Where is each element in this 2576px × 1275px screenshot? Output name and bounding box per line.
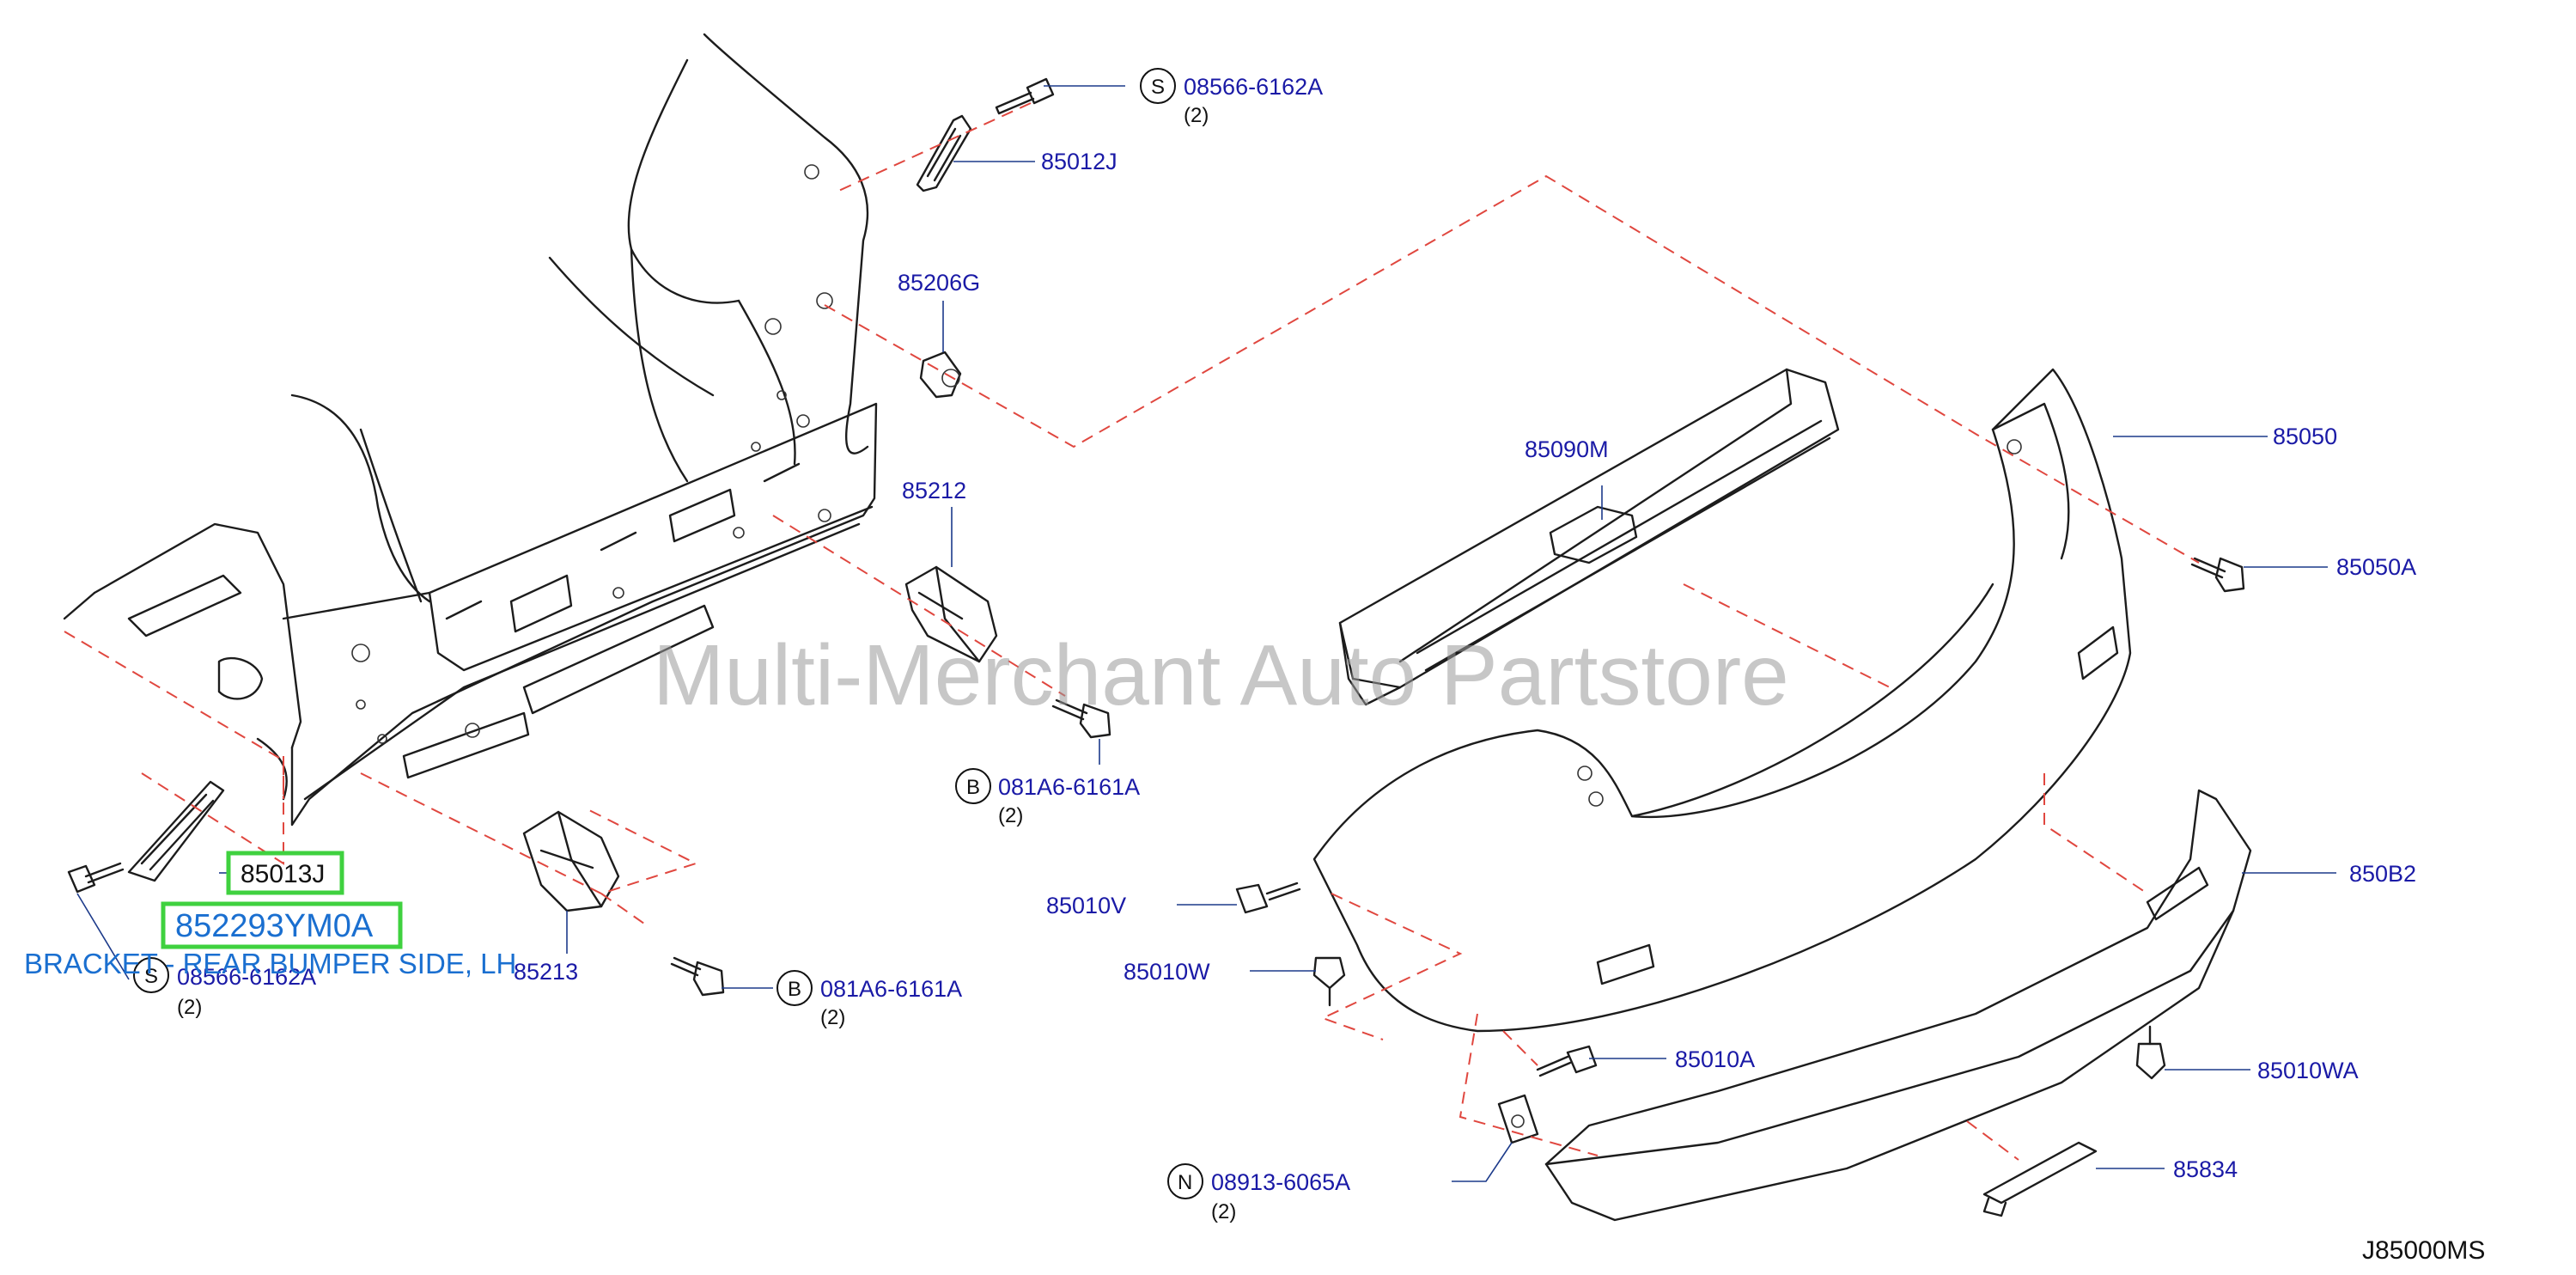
part-number-85212[interactable]: 85212 bbox=[902, 478, 966, 503]
callout-prefix: B bbox=[788, 978, 801, 1001]
callout-08913-6065A[interactable]: N 08913-6065A (2) bbox=[1167, 1163, 1350, 1223]
rear-body-panel bbox=[63, 33, 878, 827]
callout-08566-6162A-top[interactable]: S 08566-6162A (2) bbox=[1140, 68, 1323, 127]
nut-prefix-icon bbox=[1167, 1163, 1203, 1199]
highlight-box bbox=[226, 851, 344, 895]
highlighted-part-description: BRACKET - REAR BUMPER SIDE, LH bbox=[24, 948, 516, 979]
quantity: (2) bbox=[820, 1006, 845, 1029]
quantity: (2) bbox=[1184, 104, 1209, 127]
callout-prefix: S bbox=[1151, 76, 1165, 99]
part-number-85834[interactable]: 85834 bbox=[2173, 1156, 2238, 1182]
diffuser-850B2 bbox=[1544, 789, 2252, 1222]
diagram-code: J85000MS bbox=[2362, 1236, 2485, 1265]
part-number[interactable]: 08566-6162A bbox=[1184, 74, 1323, 100]
clip-85010W bbox=[1312, 956, 1346, 1007]
quantity: (2) bbox=[998, 804, 1023, 827]
callout-08566-6162A-left[interactable]: S 08566-6162A (2) bbox=[133, 957, 316, 1019]
grommet-85206G bbox=[919, 351, 962, 399]
part-number[interactable]: 081A6-6161A bbox=[998, 774, 1140, 800]
bracket-85212 bbox=[904, 565, 998, 663]
callout-prefix: N bbox=[1178, 1171, 1192, 1194]
part-number-850B2[interactable]: 850B2 bbox=[2349, 861, 2416, 887]
part-number-85010A[interactable]: 85010A bbox=[1675, 1046, 1755, 1072]
callout-prefix: S bbox=[144, 965, 158, 988]
part-number-85010WA[interactable]: 85010WA bbox=[2257, 1058, 2359, 1083]
quantity: (2) bbox=[1211, 1200, 1236, 1223]
bolt-081A6-low bbox=[670, 956, 725, 997]
highlight-box bbox=[161, 901, 403, 949]
part-number-85013J[interactable]: 85013J bbox=[241, 860, 325, 888]
part-number-85206G[interactable]: 85206G bbox=[898, 270, 980, 296]
part-number-85010W[interactable]: 85010W bbox=[1124, 959, 1210, 985]
bolt-prefix-icon bbox=[776, 970, 813, 1006]
leader-lines bbox=[76, 85, 2336, 1182]
part-number-85090M[interactable]: 85090M bbox=[1525, 436, 1609, 462]
bracket-85013J bbox=[127, 780, 225, 882]
part-number[interactable]: 081A6-6161A bbox=[820, 976, 962, 1002]
assembly-lines bbox=[64, 102, 2200, 1161]
reflector-85834 bbox=[1982, 1141, 2098, 1217]
callout-081A6-6161A-mid[interactable]: B 081A6-6161A (2) bbox=[955, 768, 1140, 827]
clip-85050A bbox=[2190, 557, 2245, 593]
part-number[interactable]: 08913-6065A bbox=[1211, 1169, 1350, 1195]
part-number-85213[interactable]: 85213 bbox=[514, 959, 578, 985]
nut-08913 bbox=[1497, 1094, 1539, 1144]
screw-prefix-icon bbox=[133, 957, 169, 993]
part-number-85050A[interactable]: 85050A bbox=[2336, 554, 2416, 580]
absorber-85090M bbox=[1338, 368, 1840, 706]
bolt-prefix-icon bbox=[955, 768, 991, 804]
fascia-85050 bbox=[1312, 368, 2132, 1033]
quantity: (2) bbox=[177, 996, 202, 1019]
part-number-85010V[interactable]: 85010V bbox=[1046, 893, 1126, 918]
callout-prefix: B bbox=[966, 776, 980, 799]
screw-prefix-icon bbox=[1140, 68, 1176, 104]
bolt-08566-top bbox=[995, 77, 1055, 115]
bolt-081A6-mid bbox=[1051, 699, 1111, 739]
clip-85010V bbox=[1235, 882, 1301, 914]
part-number[interactable]: 08566-6162A bbox=[177, 964, 316, 990]
highlighted-part[interactable]: 852293YM0A bbox=[161, 901, 403, 949]
bolt-08566-left bbox=[67, 862, 125, 894]
highlighted-part-number[interactable]: 852293YM0A bbox=[175, 908, 374, 944]
watermark: Multi-Merchant Auto Partstore bbox=[653, 627, 1789, 723]
callout-85013J[interactable]: 85013J bbox=[226, 851, 344, 895]
callout-081A6-6161A-low[interactable]: B 081A6-6161A (2) bbox=[776, 970, 962, 1029]
screw-85010A bbox=[1536, 1045, 1598, 1077]
bracket-85012J bbox=[916, 114, 972, 192]
part-number-85050[interactable]: 85050 bbox=[2273, 424, 2337, 449]
clip-85010WA bbox=[2135, 1025, 2166, 1080]
part-number-85012J[interactable]: 85012J bbox=[1041, 149, 1117, 174]
